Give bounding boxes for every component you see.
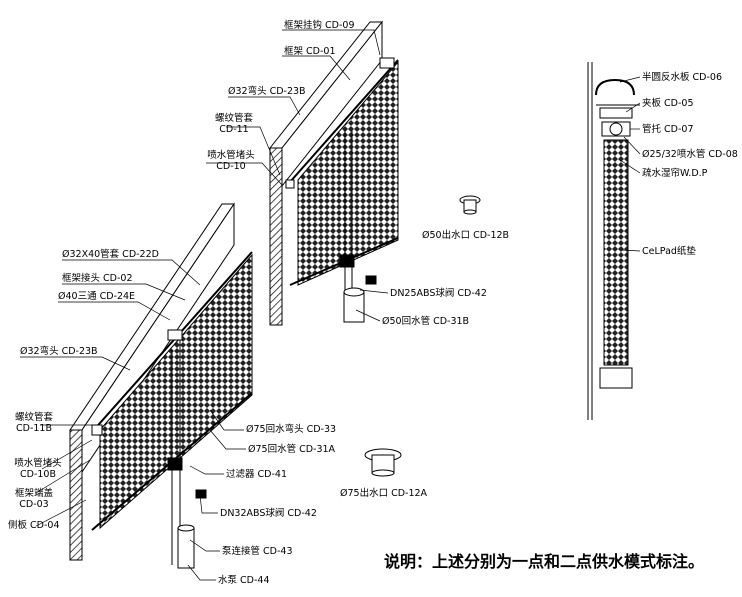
label-return-elbow-75: Ø75回水弯头 CD-33 xyxy=(246,424,337,435)
outlet-fitting-75 xyxy=(364,448,402,477)
label-ball-valve-dn25: DN25ABS球阀 CD-42 xyxy=(390,288,487,299)
label-tee-40: Ø40三通 CD-24E xyxy=(58,291,136,302)
label-outlet-50: Ø50出水口 CD-12B xyxy=(422,230,510,241)
pad-section-view xyxy=(587,62,640,420)
label-pump-connector: 泵连接管 CD-43 xyxy=(222,546,293,557)
label-frame-hook: 框架挂钩 CD-09 xyxy=(284,20,355,31)
outlet-fitting-50 xyxy=(459,195,481,215)
label-outlet-75: Ø75出水口 CD-12A xyxy=(340,488,428,499)
upper-pad-unit xyxy=(268,20,399,326)
label-frame-top: 框架 CD-01 xyxy=(284,46,336,57)
footnote: 说明：上述分别为一点和二点供水模式标注。 xyxy=(384,552,705,571)
label-celpad: CeLPad纸垫 xyxy=(642,246,696,257)
label-return-50: Ø50回水管 CD-31B xyxy=(382,316,470,327)
label-ball-valve-dn32: DN32ABS球阀 CD-42 xyxy=(220,508,317,519)
label-half-round-baffle: 半圆反水板 CD-06 xyxy=(642,72,722,83)
label-return-75: Ø75回水管 CD-31A xyxy=(248,444,336,455)
label-pipe-bracket: 管托 CD-07 xyxy=(642,124,694,135)
label-side-plate: 侧板 CD-04 xyxy=(8,520,60,531)
label-filter: 过滤器 CD-41 xyxy=(226,469,287,480)
label-spray-pipe: Ø25/32喷水管 CD-08 xyxy=(642,149,738,160)
label-clamp-plate: 夹板 CD-05 xyxy=(642,98,694,109)
label-sleeve-32x40: Ø32X40管套 CD-22D xyxy=(62,249,159,260)
label-frame-joint: 框架接头 CD-02 xyxy=(62,273,133,284)
label-elbow32-left: Ø32弯头 CD-23B xyxy=(20,346,98,357)
label-drain-curtain: 疏水湿帘W.D.P xyxy=(642,168,708,179)
label-elbow32-top: Ø32弯头 CD-23B xyxy=(228,86,306,97)
leader-lines xyxy=(20,29,641,581)
label-pump: 水泵 CD-44 xyxy=(218,575,270,586)
lower-pad-unit xyxy=(69,202,253,569)
